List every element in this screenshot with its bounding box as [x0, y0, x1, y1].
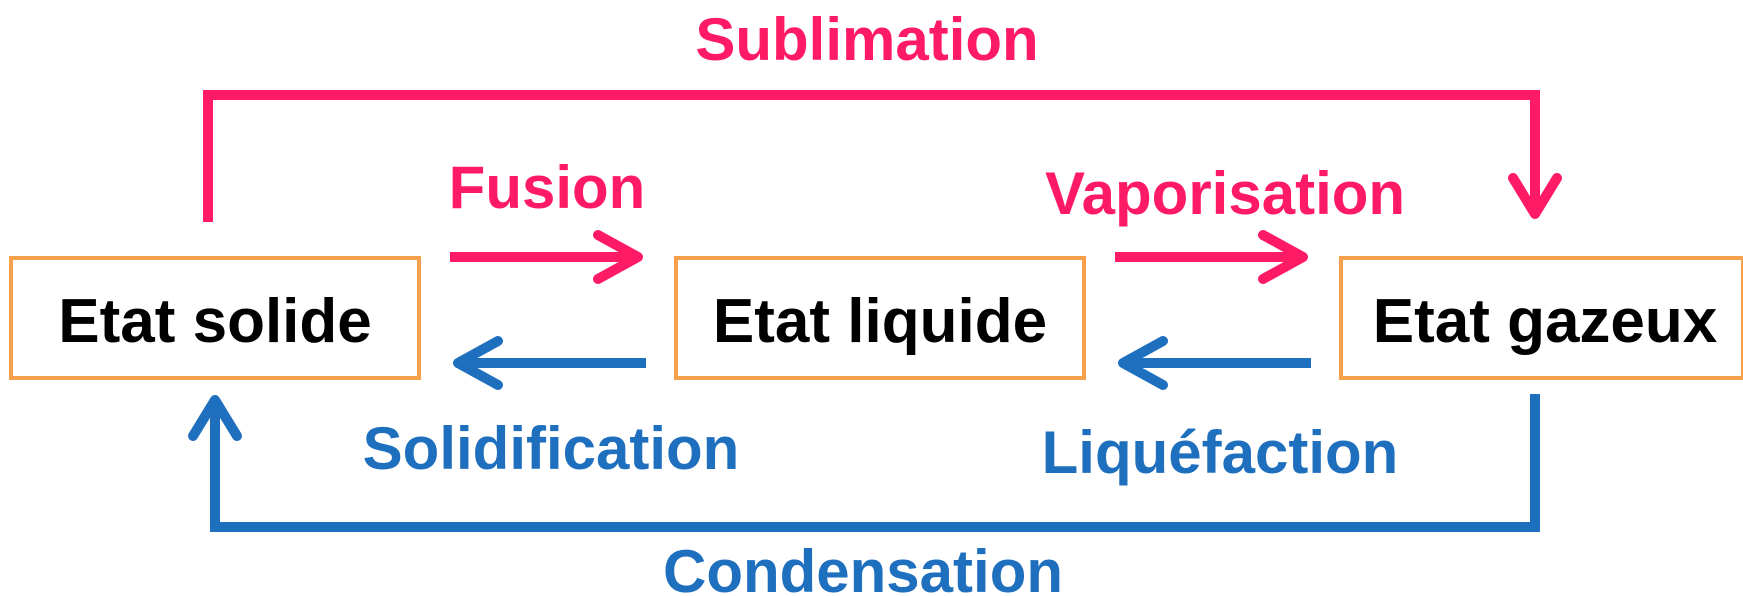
gas-state-box [1339, 256, 1743, 380]
gas-state-label: Etat gazeux [1373, 287, 1718, 356]
sublimation-label: Sublimation [695, 6, 1038, 73]
solid-state-box [9, 256, 421, 380]
fusion-arrow [450, 230, 643, 284]
liquid-state-box [674, 256, 1086, 380]
liquefaction-arrow [1118, 336, 1311, 390]
condensation-arrow [188, 394, 1540, 532]
fusion-label: Fusion [449, 154, 646, 221]
vaporisation-arrow [1115, 230, 1308, 284]
solidification-arrow [453, 336, 646, 390]
liquefaction-label: Liquéfaction [1042, 419, 1399, 486]
solidification-label: Solidification [363, 415, 740, 482]
condensation-label: Condensation [663, 538, 1063, 596]
solid-state-label: Etat solide [58, 287, 372, 356]
vaporisation-label: Vaporisation [1045, 160, 1405, 227]
sublimation-arrow [203, 90, 1562, 222]
liquid-state-label: Etat liquide [713, 287, 1047, 356]
